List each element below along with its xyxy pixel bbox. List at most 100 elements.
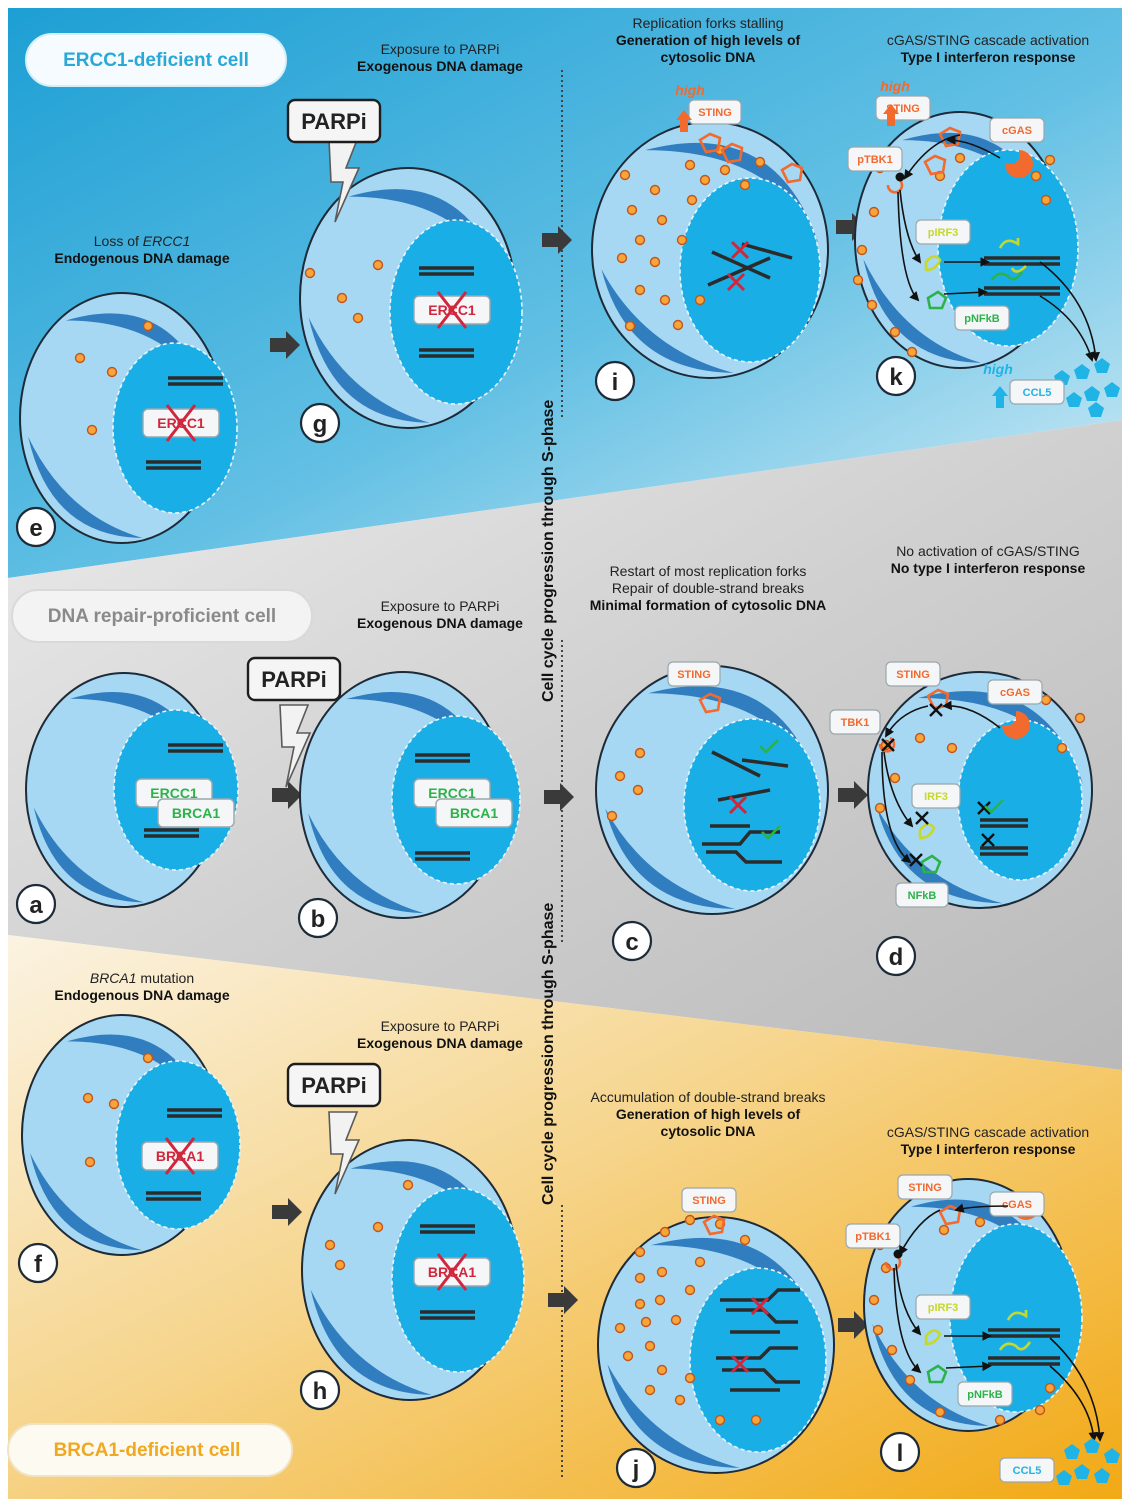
cytosolic-dna-dot [632,784,644,796]
cytosolic-dna-dot [676,234,688,246]
caption-line: Exposure to PARPi [381,1018,500,1034]
sting-box-j: STING [681,1187,737,1213]
signal-arrow-ccl5-nfkb-l [1049,1365,1099,1442]
caption-line: Repair of double-strand breaks [612,580,804,596]
cytosolic-dna-dot [634,1246,646,1258]
pnfkb-box-k: pNFkB [954,305,1010,331]
pnfkb-box-l: pNFkB [957,1381,1013,1407]
cytosolic-dna-dot [82,1092,94,1104]
cytosolic-dna-dot [684,1372,696,1384]
panel-letter-a: a [15,883,57,925]
protein-label: STING [698,107,732,119]
cytosolic-dna-dot [1040,194,1052,206]
brca1-row-background [8,935,1122,1499]
panel-letter-j: j [615,1447,657,1489]
panel-letter: b [311,906,326,933]
signal-arrow-nfkb-nucleus-l [945,1361,992,1372]
protein-label: pNFkB [964,313,1000,325]
membrane-crescent-bottom [308,813,424,914]
cytosolic-dna-dot [686,194,698,206]
cytosolic-dna-dot [634,747,646,759]
caption-line: Exogenous DNA damage [357,58,523,74]
cytosolic-dna-dot [142,1052,154,1064]
sting-box-d: STING [885,661,941,687]
cytosolic-dna-dot [1056,742,1068,754]
panel-letter-circle [15,883,57,925]
caption-span: ERCC1 [143,233,190,249]
cytosolic-dna-dot [656,1266,668,1278]
panel-letter-h: h [299,1369,341,1411]
panel-letter-e: e [15,506,57,548]
caption-line: cGAS/STING cascade activation [887,1124,1089,1140]
panel-letter: e [29,515,42,542]
membrane-crescent-bottom [601,269,734,373]
cross-mark [165,404,197,442]
gene-brca1-a: BRCA1 [157,798,235,828]
block-mark [981,833,995,847]
nucleus [689,1267,827,1453]
cytosolic-dna-dot [739,1234,751,1246]
cytosolic-dna-dot [1030,170,1042,182]
gene-binding-l [998,1310,1032,1351]
flow-arrow-g-i [542,226,572,254]
ptbk1-box-k: pTBK1 [847,146,903,172]
gene-label: ERCC1 [428,785,476,801]
cytosolic-dna-dot [626,204,638,216]
cgas-box-d: cGAS [987,679,1043,705]
caption-line: Exposure to PARPi [381,598,500,614]
cytosolic-dna-dot [754,156,766,168]
protein-box [897,1174,953,1200]
panel-letter: l [897,1440,904,1467]
repair-check [759,739,779,754]
membrane-crescent-bottom [33,807,144,903]
protein-box [667,661,721,687]
protein-label: cGAS [1002,125,1032,137]
cell-i [591,121,829,379]
ccl5-pentagon [1094,1468,1110,1483]
cytosolic-dna-dot [852,274,864,286]
s-phase-label-bottom: Cell cycle progression through S-phase [540,903,557,1205]
double-strand-breaks [716,1288,800,1392]
cytosolic-dna-dot [659,1226,671,1238]
sting-shape-l [938,1204,962,1226]
cytosolic-dna-dot [868,206,880,218]
nfkb-shape [920,854,942,874]
cytosolic-dna-dot [938,1224,950,1236]
cell-h: BRCA1 [301,1139,525,1401]
cytosolic-dna-dot [74,352,86,364]
membrane-crescent-bottom [607,1364,740,1468]
ccl5-pentagon [1084,1438,1100,1453]
ccl5-high-label-k: high [983,361,1013,377]
cytosolic-dna-dot [614,770,626,782]
signal-arrow-cgas-sting-l [954,1203,1009,1213]
dna-break-cross [730,1354,750,1374]
cytosolic-dna-dot [372,259,384,271]
cell-g: ERCC1 [299,167,523,429]
nfkb-box-d: NFkB [895,882,949,908]
protein-box [885,661,941,687]
cytosolic-dna-dot [84,1156,96,1168]
caption-line: No activation of cGAS/STING [896,543,1080,559]
cytosolic-dna-dot [634,1272,646,1284]
ccl5-pentagon [1094,358,1110,373]
panel-letter: a [29,892,43,919]
membrane-crescent-bottom [863,259,981,363]
panel-letter: j [632,1456,640,1483]
sting-shape-i-1 [698,132,722,154]
panel-letter-circle [875,935,917,977]
protein-box [1009,379,1065,405]
panel-letter-d: d [875,935,917,977]
sting-shape-j [702,1214,726,1236]
gene-label: ERCC1 [150,785,198,801]
caption-line: Endogenous DNA damage [54,250,229,266]
protein-box [847,146,903,172]
svg-text:DNA repair-proficient cell: DNA repair-proficient cell [48,606,276,627]
signal-arrow-tbk1-nfkb-k [897,191,920,302]
repair-check [984,799,1004,814]
tbk1-box-d: TBK1 [829,709,881,735]
sting-box-k: STING [875,95,931,121]
